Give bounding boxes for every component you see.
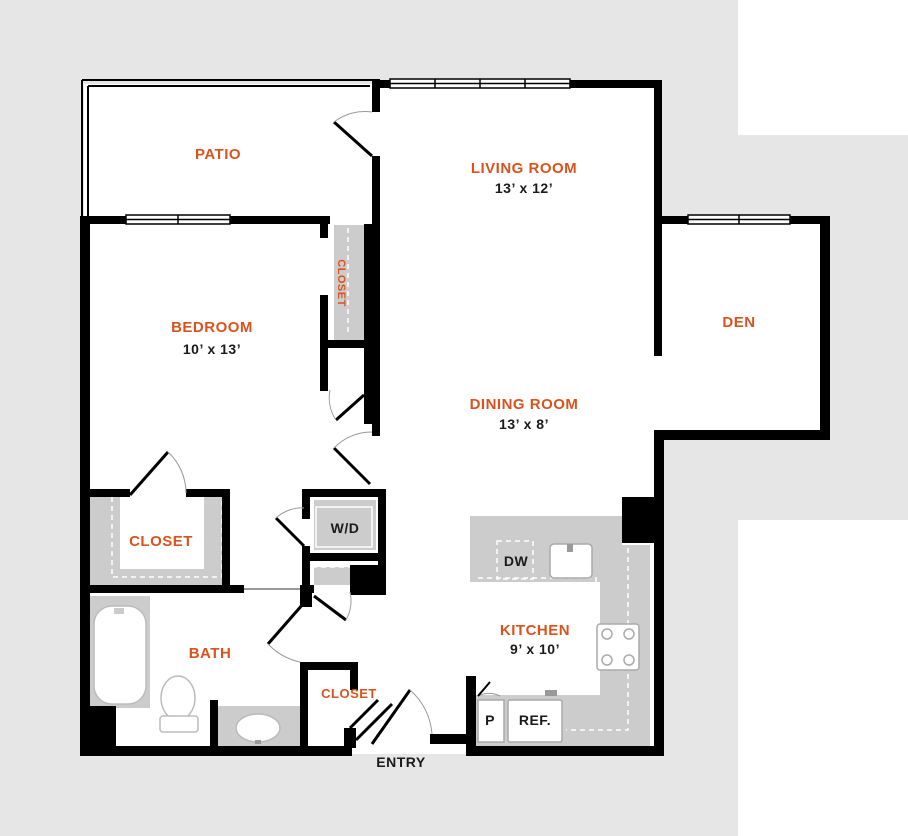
pantry-shelf (477, 699, 505, 743)
vanity-sink (235, 713, 281, 743)
vanity-faucet (255, 740, 261, 744)
patio-railing (81, 79, 380, 220)
linen-closet-gray (314, 567, 354, 585)
washer-dryer-label: W/D (330, 520, 360, 536)
bathtub (93, 605, 147, 705)
refrigerator-label: REF. (518, 712, 552, 728)
toilet-bowl (160, 675, 196, 721)
entry-closet-label: CLOSET (321, 686, 377, 701)
doors (128, 110, 501, 745)
dishwasher-label: DW (503, 553, 529, 569)
fridge-handle (545, 690, 557, 696)
sink-faucet (567, 544, 573, 552)
refrigerator (507, 699, 563, 743)
exterior-notch-top-right (738, 0, 908, 135)
exterior-notch-bottom-right (738, 520, 908, 836)
pantry-label: P (485, 712, 495, 728)
stove-burners (601, 628, 635, 666)
kitchen-counter-bottom (476, 695, 650, 747)
den-label: DEN (722, 314, 756, 331)
entry-label: ENTRY (376, 754, 426, 770)
dining-room-label: DINING ROOM (469, 396, 579, 413)
bedroom-closet-floor (120, 497, 204, 569)
windows (125, 78, 791, 225)
wd-unit (315, 506, 373, 548)
walk-in-closet-label: CLOSET (129, 533, 193, 550)
toilet-tank (159, 715, 199, 733)
bedroom-dimensions: 10’ x 13’ (182, 341, 242, 357)
walls (80, 80, 830, 756)
kitchen-counter-top (470, 516, 622, 582)
dining-room-dimensions: 13’ x 8’ (499, 416, 549, 432)
kitchen-dimensions: 9’ x 10’ (510, 641, 560, 657)
bedroom-label: BEDROOM (171, 319, 253, 336)
living-room-dimensions: 13’ x 12’ (494, 180, 554, 196)
side-closet-shelf (334, 225, 368, 340)
side-closet-label: CLOSET (334, 259, 347, 307)
patio-label: PATIO (194, 146, 242, 163)
tub-spout (114, 608, 124, 614)
bath-fixtures (93, 605, 281, 744)
bath-label: BATH (188, 645, 232, 662)
kitchen-label: KITCHEN (499, 622, 571, 639)
living-room-label: LIVING ROOM (470, 160, 578, 177)
